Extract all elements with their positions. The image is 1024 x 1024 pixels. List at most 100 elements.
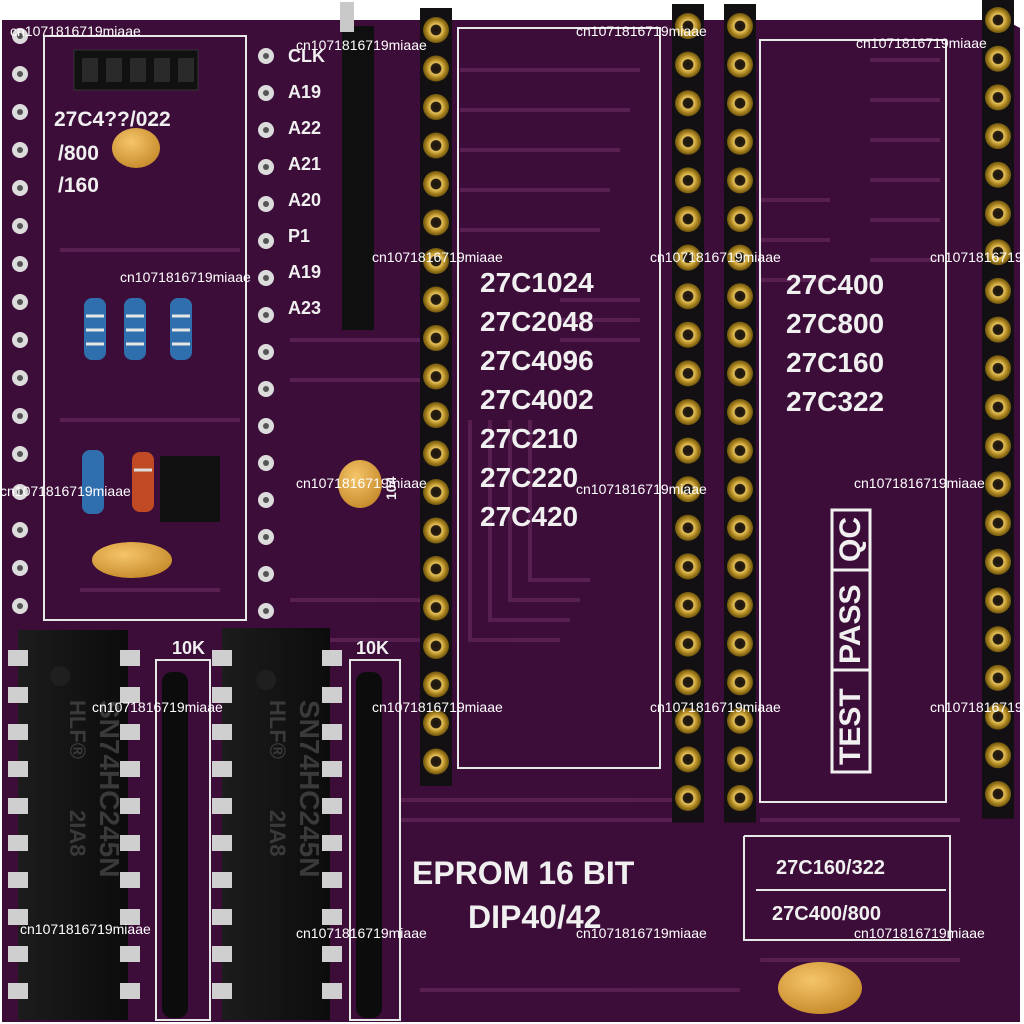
chip-pin xyxy=(120,650,140,666)
chip-pin xyxy=(322,650,342,666)
jumper-pin xyxy=(340,2,354,32)
socket-pin xyxy=(985,626,1011,653)
socket-pin xyxy=(727,128,753,155)
watermark-text: cn1071816719miaae xyxy=(930,249,1024,265)
title-line1: EPROM 16 BIT xyxy=(412,855,635,891)
jumper-label: A19 xyxy=(288,262,321,282)
chip-pin xyxy=(120,687,140,703)
socket-pin xyxy=(423,209,449,236)
silk-104: 104 xyxy=(383,476,399,500)
socket-pin xyxy=(675,669,701,696)
chip-pin xyxy=(8,687,28,703)
socket-pin xyxy=(985,432,1011,459)
socket-pin xyxy=(985,161,1011,188)
socket-pin xyxy=(985,510,1011,537)
socket-pin xyxy=(423,17,449,43)
watermark-text: cn1071816719miaae xyxy=(650,699,781,715)
chip-pin xyxy=(8,909,28,925)
chip-pin xyxy=(120,761,140,777)
watermark-text: cn1071816719miaae xyxy=(650,249,781,265)
socket-pin xyxy=(727,206,753,232)
watermark-text: cn1071816719miaae xyxy=(296,925,427,941)
socket-pin xyxy=(985,45,1011,72)
chip-pin xyxy=(322,798,342,814)
socket-pin xyxy=(675,553,701,580)
chip-pin xyxy=(322,909,342,925)
resistor-network-2: 10K xyxy=(349,638,401,1021)
chip-pin xyxy=(212,798,232,814)
config-area-outline xyxy=(43,35,247,621)
qc-stamp: TEST PASS QC xyxy=(830,508,872,774)
chip-1-date: 2IA8 xyxy=(65,810,90,856)
socket-pin xyxy=(727,167,753,194)
chip-pin xyxy=(8,650,28,666)
zif-sockets xyxy=(420,0,1014,823)
socket-pin xyxy=(675,630,701,657)
resistor-network-1: 10K xyxy=(155,638,211,1021)
chip-pin xyxy=(322,983,342,999)
socket-pin xyxy=(675,707,701,734)
socket-pin xyxy=(675,321,701,348)
chip-pin xyxy=(8,835,28,851)
ceramic-capacitor-4 xyxy=(778,962,862,1014)
config-label-line3: /160 xyxy=(58,174,99,197)
chip-pin xyxy=(322,946,342,962)
chip-2-date: 2IA8 xyxy=(265,810,290,856)
socket-pin xyxy=(675,399,701,425)
ceramic-capacitor-3 xyxy=(338,460,382,508)
chip-pin xyxy=(212,687,232,703)
socket-pin xyxy=(675,360,701,387)
left-edge-pin-row xyxy=(12,28,28,614)
watermark-text: cn1071816719miaae xyxy=(576,925,707,941)
right-part-name: 27C800 xyxy=(786,308,884,339)
qc-stamp-pass: PASS xyxy=(834,585,867,664)
jumper-label: CLK xyxy=(288,46,325,66)
socket-pin xyxy=(985,355,1011,382)
socket-pin xyxy=(675,128,701,155)
socket-pin xyxy=(985,664,1011,691)
socket-pin xyxy=(675,283,701,310)
chip-1-mfr: HLF® xyxy=(65,700,90,759)
socket-pin xyxy=(727,437,753,464)
socket-pin xyxy=(675,206,701,232)
jumper-label: A21 xyxy=(288,154,321,174)
resistor-label-1: 10K xyxy=(172,638,205,658)
jumper-label: A22 xyxy=(288,118,321,138)
ceramic-capacitor-2 xyxy=(92,542,172,578)
socket-pin xyxy=(423,517,449,544)
socket-pin xyxy=(675,167,701,194)
socket-pin xyxy=(985,548,1011,575)
chip-2-marking: SN74HC245N xyxy=(294,700,325,877)
socket-pin xyxy=(727,553,753,580)
chip-pin xyxy=(322,724,342,740)
chip-1: SN74HC245N HLF® 2IA8 xyxy=(18,630,128,1020)
chip-1-marking: SN74HC245N xyxy=(94,700,125,877)
chip-pin xyxy=(212,761,232,777)
chip-pin xyxy=(212,835,232,851)
socket-pin xyxy=(727,669,753,696)
chip-pin-rows xyxy=(8,650,342,999)
jumper-label: A23 xyxy=(288,298,321,318)
watermark-text: cn1071816719miaae xyxy=(296,37,427,53)
chip-pin xyxy=(8,983,28,999)
title-line2: DIP40/42 xyxy=(468,899,601,935)
left-part-name: 27C4002 xyxy=(480,384,594,415)
socket-pin xyxy=(985,394,1011,420)
socket-pin xyxy=(423,633,449,659)
socket-pin xyxy=(675,13,701,39)
chip-2-mfr: HLF® xyxy=(265,700,290,759)
socket-pin xyxy=(727,399,753,425)
chip-pin xyxy=(322,687,342,703)
socket-pin xyxy=(727,90,753,117)
left-part-name: 27C2048 xyxy=(480,306,594,337)
socket-pin xyxy=(985,781,1011,807)
jumper-header xyxy=(342,26,374,330)
watermark-text: cn1071816719miaae xyxy=(20,921,151,937)
socket-pin xyxy=(727,707,753,734)
chip-pin xyxy=(120,835,140,851)
left-part-name: 27C1024 xyxy=(480,267,594,298)
socket-pin xyxy=(985,200,1011,227)
socket-pin xyxy=(423,171,449,197)
config-label-line1: 27C4??/022 xyxy=(54,108,171,131)
left-part-name: 27C420 xyxy=(480,501,578,532)
